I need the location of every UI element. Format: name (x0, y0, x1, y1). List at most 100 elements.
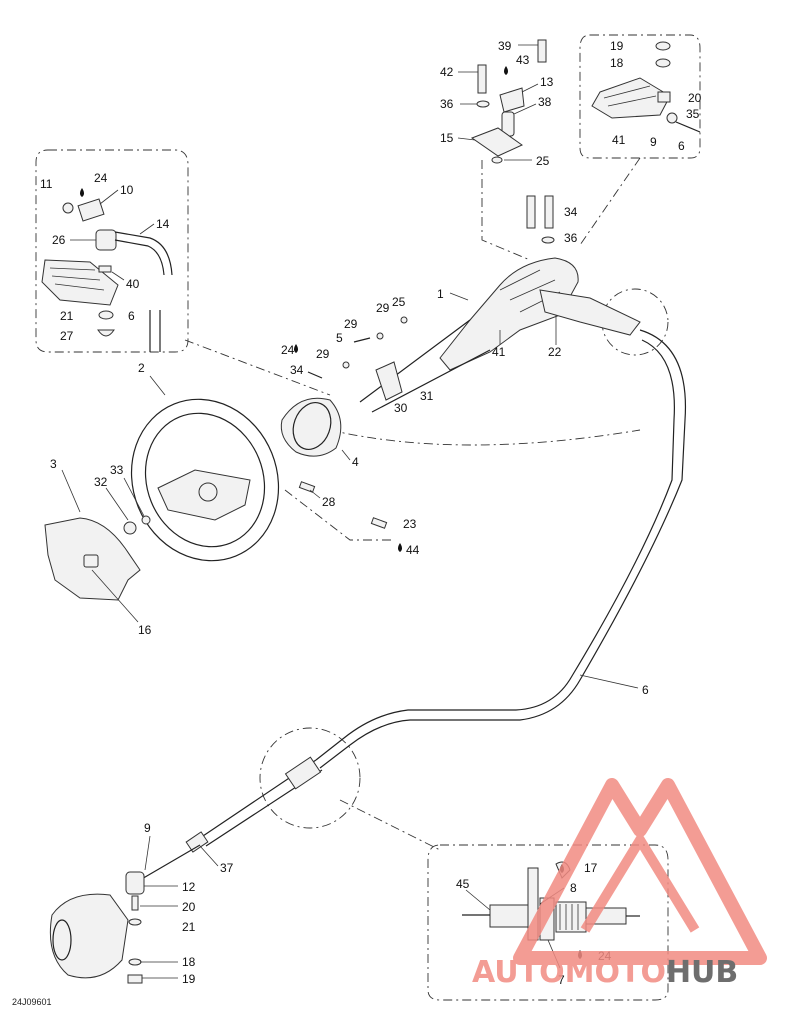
washer-40 (98, 265, 112, 273)
callout-29-b: 29 (344, 317, 358, 331)
lead-40 (111, 271, 125, 281)
lead-14 (139, 223, 155, 235)
column-hardware (307, 316, 408, 401)
drop-icon-24-column (294, 344, 298, 353)
ball-joint-12 (125, 871, 145, 895)
callout-26: 26 (52, 233, 66, 247)
washer-36-top (476, 100, 490, 108)
lead-37 (199, 845, 219, 867)
callout-8: 8 (570, 881, 577, 895)
washer-29b (376, 332, 384, 340)
nut-25-top (491, 156, 503, 164)
ball-joint-26 (95, 229, 117, 251)
callout-38: 38 (538, 95, 552, 109)
lead-28 (309, 489, 321, 499)
lead-32 (105, 487, 129, 521)
arm-texture (49, 267, 105, 291)
stud-20 (131, 895, 139, 911)
watermark-text-auto: AUTO (472, 955, 565, 990)
lead-4 (341, 449, 351, 461)
callout-36-right: 36 (564, 231, 578, 245)
wheel-rim-outer (130, 398, 280, 562)
cable-end-14 (114, 231, 173, 276)
callout-labels: 1 2 3 4 5 6 6 6 7 8 9 9 10 11 12 13 14 1… (40, 39, 702, 987)
cable-end-14b (114, 239, 165, 276)
callout-34-right: 34 (564, 205, 578, 219)
washer-18-inset (655, 58, 671, 68)
callout-18-top-right: 18 (610, 56, 624, 70)
callout-30: 30 (394, 401, 408, 415)
callout-17: 17 (584, 861, 598, 875)
nut-19-bottom (127, 974, 143, 984)
screw-23 (370, 517, 388, 529)
callout-18-bottom: 18 (182, 955, 196, 969)
lead-2 (149, 375, 166, 396)
callout-6-main: 6 (642, 683, 649, 697)
washer-21-bottom (128, 918, 142, 926)
drop-icon-44 (398, 543, 402, 552)
hub-adapter-4 (280, 397, 342, 457)
callout-13: 13 (540, 75, 554, 89)
callout-3: 3 (50, 457, 57, 471)
bushing-20 (657, 91, 671, 103)
callout-25-column: 25 (392, 295, 406, 309)
inset-frame-top-right (579, 34, 701, 159)
lead-9-bottom (144, 835, 151, 871)
watermark-inner-chevron (580, 830, 700, 933)
nut-27 (97, 329, 115, 337)
callout-21-bottom: 21 (182, 920, 196, 934)
bolt-39 (537, 39, 547, 63)
lead-45 (465, 889, 491, 911)
callout-31: 31 (420, 389, 434, 403)
zoom-circle-lower (259, 727, 361, 829)
plate-15 (470, 127, 523, 157)
watermark-text: AUTOMOTOHUB (472, 955, 738, 990)
lead-10 (99, 189, 119, 205)
lead-16 (91, 569, 139, 623)
link-top-right (579, 157, 641, 246)
watermark-text-hub: HUB (666, 955, 738, 990)
nut-19-inset (655, 41, 671, 51)
washer-29c (400, 316, 408, 324)
bolt-34-right-b (544, 195, 554, 229)
steering-column (359, 195, 641, 413)
callout-9-top-right: 9 (650, 135, 657, 149)
screw-28 (298, 481, 316, 493)
lead-15 (457, 137, 476, 141)
callout-24-left-inset: 24 (94, 171, 108, 185)
callout-24-column: 24 (281, 343, 295, 357)
bracket-13 (499, 87, 525, 113)
callout-41-top-right: 41 (612, 133, 626, 147)
cable-fitting (284, 756, 322, 790)
callout-21-left-inset: 21 (60, 309, 74, 323)
link-top-bracket (481, 160, 531, 261)
callout-20-top-right: 20 (688, 91, 702, 105)
callout-25-top: 25 (536, 154, 550, 168)
left-inset-parts (41, 198, 173, 352)
cable-rod (139, 844, 201, 881)
lead-13 (521, 83, 539, 93)
callout-35: 35 (686, 107, 700, 121)
washer-36-right (541, 236, 555, 244)
callout-34-column: 34 (290, 363, 304, 377)
steering-wheel-2 (130, 397, 388, 562)
steering-cable-6 (139, 329, 687, 881)
callout-9-bottom: 9 (144, 821, 151, 835)
arm-texture-2 (603, 85, 657, 107)
wheel-center (198, 482, 218, 502)
cable-line-a (319, 329, 687, 769)
callout-36-top: 36 (440, 97, 454, 111)
top-right-inset-parts (591, 41, 701, 133)
link-wheel-lower (329, 429, 641, 446)
callout-39: 39 (498, 39, 512, 53)
bolt-34-right-a (526, 195, 536, 229)
bracket-31 (375, 361, 403, 401)
diagram-code: 24J09601 (12, 997, 52, 1007)
drop-icon-24-left (80, 188, 84, 197)
watermark-triangle-icon (513, 778, 767, 965)
callout-32: 32 (94, 475, 108, 489)
pitman-arm-22 (539, 289, 641, 336)
top-bracket-parts (470, 39, 547, 164)
callout-22: 22 (548, 345, 562, 359)
callout-2: 2 (138, 361, 145, 375)
